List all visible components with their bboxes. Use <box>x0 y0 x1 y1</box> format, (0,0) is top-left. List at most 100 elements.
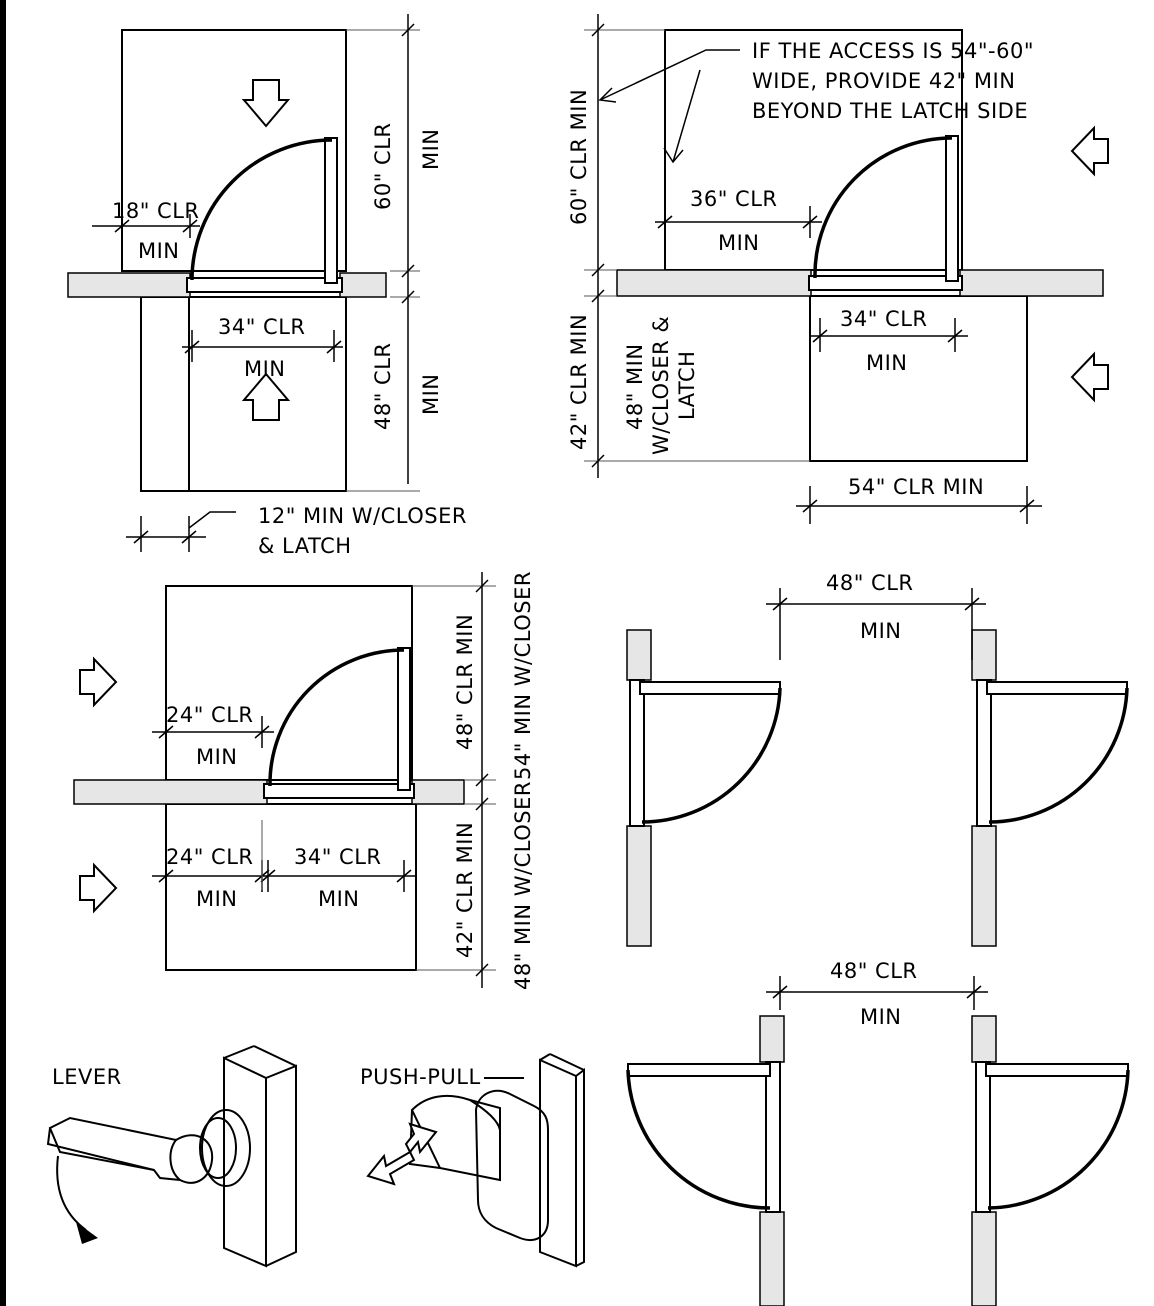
door-swing-arc <box>813 136 953 279</box>
door-leaf-right <box>986 681 1128 695</box>
wall-stub-right-bottom <box>971 1211 997 1306</box>
approach-arrow-left-icon <box>1070 351 1109 403</box>
door-frame <box>186 277 343 293</box>
door-leaf <box>945 135 959 282</box>
note-line-3: BEYOND THE LATCH SIDE <box>752 99 1028 123</box>
note-leader-1 <box>599 49 740 101</box>
clear-space-pull-side <box>664 29 963 271</box>
door-frame <box>263 783 415 799</box>
hardware-push-pull: PUSH-PULL <box>360 1053 585 1268</box>
push-pull-arrowhead-icon <box>404 1122 438 1155</box>
door-leaf <box>324 137 338 284</box>
clear-space-pull-side <box>121 29 347 272</box>
door-frame <box>808 275 963 291</box>
dim-48-clr-min: 48" CLR MIN <box>453 614 477 750</box>
wall-stub-left-bottom <box>759 1211 785 1306</box>
panel-front-approach-pull-side: 18" CLR MIN 60" CLR MIN 48" CLR MIN 34" … <box>67 14 467 558</box>
dim-48-line2: W/CLOSER & <box>649 316 673 455</box>
lever-rose <box>201 1109 251 1187</box>
approach-arrow-up-icon <box>241 372 291 421</box>
door-leaf-left <box>627 1063 771 1077</box>
door-edge-face <box>223 1056 267 1268</box>
dim-36-min: MIN <box>718 231 760 255</box>
dim-34-min: MIN <box>866 351 908 375</box>
dim-48-clr: 48" CLR <box>371 342 395 430</box>
lever-label: LEVER <box>52 1065 122 1089</box>
wall-right <box>959 269 1104 297</box>
door-frame-right <box>976 679 992 827</box>
dim-54-min-closer: 54" MIN W/CLOSER <box>511 571 535 780</box>
dim-48-min: MIN <box>419 373 443 415</box>
wall-right <box>339 272 387 298</box>
door-leaf <box>397 647 411 791</box>
wall-stub-right-top <box>971 629 997 681</box>
dim-42-clr-min: 42" CLR MIN <box>567 314 591 450</box>
door-leaf-right <box>985 1063 1129 1077</box>
dim-18-clr: 18" CLR <box>112 199 200 223</box>
approach-arrow-right-icon <box>79 862 118 914</box>
panel-doors-in-series-opposite-swing: 48" CLR MIN <box>626 959 1130 1306</box>
dim-24-clr-bot: 24" CLR <box>166 845 254 869</box>
wall-left <box>67 272 191 298</box>
door-frame-right <box>975 1061 991 1213</box>
dim-min-bottom: MIN <box>860 1005 902 1029</box>
note-12-min-line1: 12" MIN W/CLOSER <box>258 504 467 528</box>
door-swing-arc-left <box>626 1069 771 1210</box>
dim-60-min: MIN <box>419 128 443 170</box>
wall-left <box>73 779 268 805</box>
note-line-2: WIDE, PROVIDE 42" MIN <box>752 69 1015 93</box>
approach-arrow-down-icon-outline <box>241 79 291 128</box>
wall-stub-right-bottom <box>971 825 997 947</box>
dim-24-clr-top: 24" CLR <box>166 703 254 727</box>
wall-stub-right-top <box>971 1015 997 1063</box>
door-swing-arc <box>268 648 405 787</box>
note-leader-2 <box>672 69 701 163</box>
door-swing-arc <box>190 138 333 281</box>
clear-space-pull-side <box>165 585 413 781</box>
push-pull-arrow-icon <box>366 1150 416 1186</box>
dim-34-min: MIN <box>244 357 286 381</box>
hardware-lever: LEVER <box>46 1045 297 1268</box>
approach-arrow-left-icon <box>1070 125 1109 177</box>
rotation-arrowhead-icon <box>76 1222 98 1244</box>
dim-48-line3: LATCH <box>675 351 699 420</box>
lever-handle <box>48 1116 214 1184</box>
wall-stub-left-top <box>626 629 652 681</box>
approach-arrow-right-icon <box>79 656 118 708</box>
door-frame-left <box>629 679 645 827</box>
dim-34-clr: 34" CLR <box>840 307 928 331</box>
dim-48-clr-bottom: 48" CLR <box>830 959 918 983</box>
dim-34-min: MIN <box>318 887 360 911</box>
push-plate <box>474 1089 549 1241</box>
dim-34-clr: 34" CLR <box>294 845 382 869</box>
wall-stub-left-top <box>759 1015 785 1063</box>
panel-doors-in-series-same-swing: 48" CLR MIN <box>626 571 1129 947</box>
rotation-arrow-icon <box>56 1155 87 1231</box>
door-swing-arc-right <box>987 1069 1130 1210</box>
clear-space-push-side <box>140 296 347 492</box>
pull-handle <box>410 1094 501 1182</box>
dim-36-clr: 36" CLR <box>690 187 778 211</box>
clear-space-push-side <box>809 295 1028 462</box>
dim-42-clr-min: 42" CLR MIN <box>453 822 477 958</box>
door-swing-arc-right <box>988 687 1129 824</box>
door-swing-arc-left <box>641 687 782 824</box>
dim-48-min-closer: 48" MIN W/CLOSER <box>511 781 535 990</box>
dim-24-min-bot: MIN <box>196 887 238 911</box>
panel-hinge-side-approach: IF THE ACCESS IS 54"-60" WIDE, PROVIDE 4… <box>567 14 1109 524</box>
door-leaf-left <box>639 681 781 695</box>
wall-left <box>616 269 812 297</box>
dim-48-line1: 48" MIN <box>623 343 647 430</box>
dim-60-clr: 60" CLR <box>371 122 395 210</box>
dim-54-clr-min: 54" CLR MIN <box>848 475 984 499</box>
door-edge-face <box>539 1058 577 1268</box>
note-12-min-line2: & LATCH <box>258 534 352 558</box>
wall-stub-left-bottom <box>626 825 652 947</box>
panel-latch-side-approach: 24" CLR MIN 24" CLR MIN 34" CLR MIN 48" … <box>73 571 535 990</box>
door-frame-left <box>765 1061 781 1213</box>
dim-34-clr: 34" CLR <box>218 315 306 339</box>
wall-right <box>411 779 465 805</box>
dim-48-clr-top: 48" CLR <box>826 571 914 595</box>
